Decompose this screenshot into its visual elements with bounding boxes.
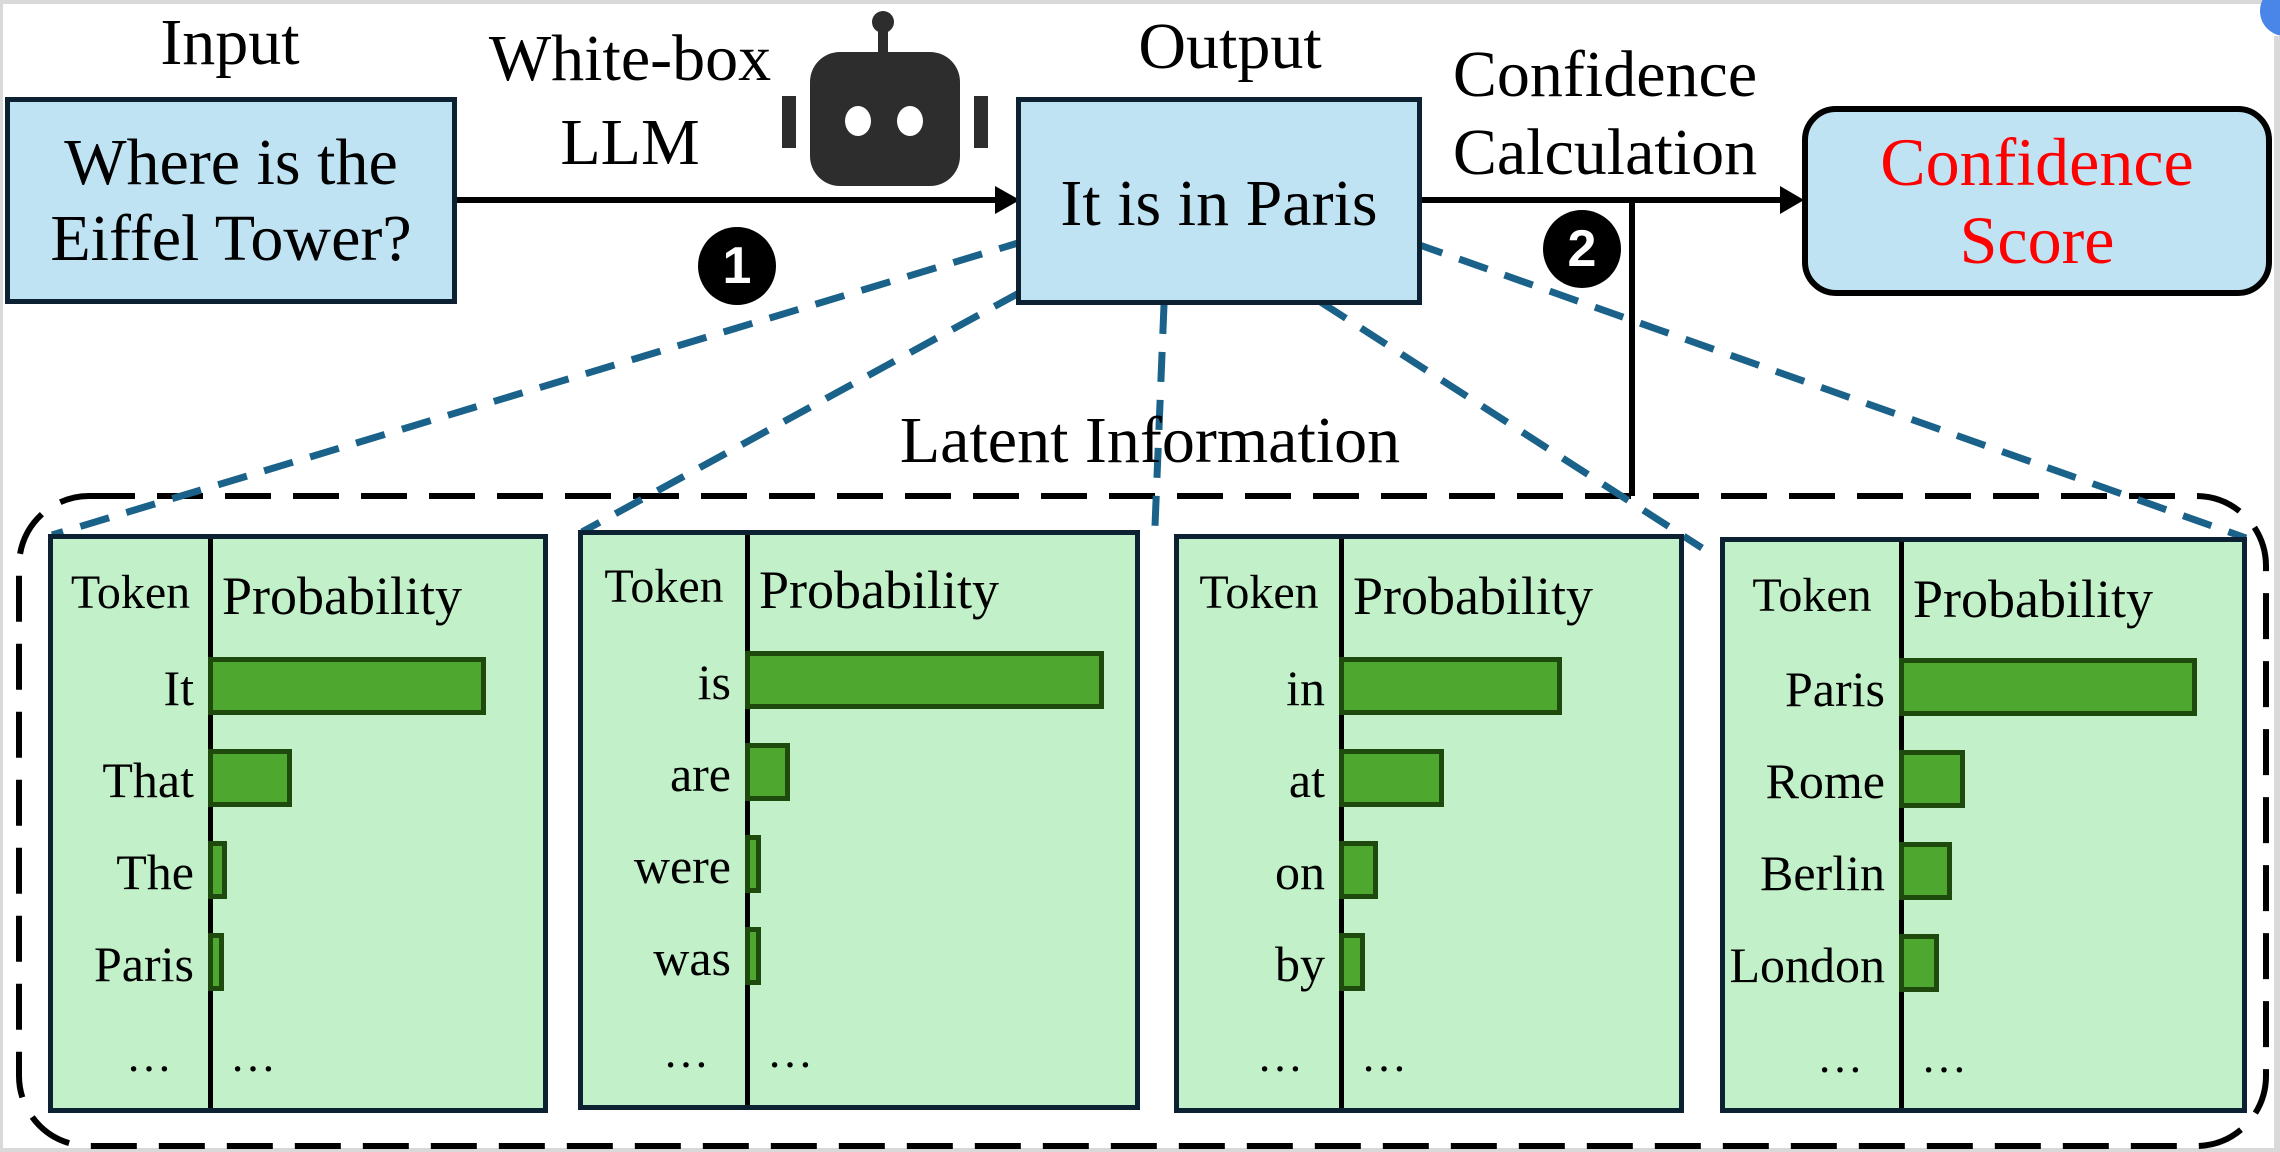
panel-divider: [745, 535, 750, 1105]
latent-information-label: Latent Information: [899, 404, 1401, 477]
token-column-header: Token: [604, 560, 724, 613]
probability-bar: [1339, 933, 1365, 991]
probability-bar: [745, 651, 1104, 709]
confidence-score-box: Confidence Score: [1802, 106, 2272, 296]
token-ellipsis: …: [1257, 1030, 1309, 1081]
window-frame-bottom: [0, 1148, 2280, 1152]
token-label: Berlin: [1760, 845, 1885, 901]
probability-bar: [1339, 657, 1562, 715]
token-panel: Token Probability in at on by … …: [1174, 534, 1684, 1113]
step-2-badge: 2: [1543, 210, 1621, 288]
token-label: That: [102, 752, 194, 808]
probability-column-header: Probability: [1353, 566, 1593, 626]
model-label-line1: White-box: [488, 22, 772, 95]
token-label: Rome: [1765, 753, 1885, 809]
probability-bar: [1899, 750, 1965, 808]
token-label: at: [1288, 752, 1325, 808]
robot-icon: [782, 11, 988, 186]
token-label: in: [1286, 660, 1325, 716]
probability-ellipsis: …: [1921, 1031, 1973, 1082]
token-column-header: Token: [1752, 569, 1872, 622]
probability-bar: [1899, 842, 1952, 900]
probability-column-header: Probability: [1913, 569, 2153, 629]
corner-action-icon[interactable]: [2260, 0, 2280, 36]
confidence-calculation-label-line1: Confidence: [1452, 38, 1758, 111]
probability-bar: [208, 749, 292, 807]
panel-divider: [208, 539, 213, 1108]
token-ellipsis: …: [663, 1026, 715, 1077]
panel-divider: [1339, 539, 1344, 1108]
token-label: The: [116, 844, 194, 900]
token-label: London: [1729, 937, 1885, 993]
token-label: is: [697, 654, 731, 710]
token-ellipsis: …: [1817, 1031, 1869, 1082]
output-text: It is in Paris: [1060, 167, 1378, 240]
token-label: are: [669, 746, 731, 802]
probability-bar: [745, 743, 790, 801]
token-label: Paris: [1785, 661, 1885, 717]
probability-bar: [745, 927, 761, 985]
model-label-line2: LLM: [560, 106, 700, 179]
probability-column-header: Probability: [759, 560, 999, 620]
probability-bar: [208, 657, 486, 715]
window-frame-left: [0, 0, 3, 1152]
token-label: It: [163, 660, 194, 716]
output-label: Output: [1138, 10, 1322, 83]
token-label: on: [1275, 844, 1325, 900]
token-column-header: Token: [70, 566, 191, 619]
input-question-line1: Where is the: [64, 125, 398, 199]
output-box: It is in Paris: [1016, 97, 1422, 305]
token-label: were: [633, 838, 731, 894]
token-panel: Token Probability is are were was … …: [578, 530, 1140, 1110]
probability-bar: [208, 841, 227, 899]
confidence-score-line1: Confidence: [1880, 123, 2194, 200]
confidence-score-line2: Score: [1959, 202, 2115, 278]
input-question-line2: Eiffel Tower?: [50, 201, 412, 275]
step-1-badge: 1: [698, 227, 776, 305]
probability-bar: [1339, 749, 1444, 807]
probability-bar: [208, 933, 224, 991]
token-label: Paris: [94, 936, 194, 992]
probability-ellipsis: …: [767, 1026, 819, 1077]
input-label: Input: [160, 6, 300, 79]
probability-bar: [1339, 841, 1378, 899]
panel-divider: [1899, 542, 1904, 1108]
token-column-header: Token: [1199, 566, 1319, 619]
probability-bar: [1899, 934, 1939, 992]
token-ellipsis: …: [126, 1030, 178, 1081]
window-frame-right: [2274, 36, 2280, 1152]
probability-bar: [1899, 658, 2197, 716]
token-label: by: [1275, 936, 1325, 992]
window-frame-top: [0, 0, 2274, 4]
probability-ellipsis: …: [230, 1030, 282, 1081]
token-label: was: [653, 930, 731, 986]
probability-column-header: Probability: [222, 566, 462, 626]
probability-bar: [745, 835, 761, 893]
confidence-calculation-label-line2: Calculation: [1452, 116, 1758, 189]
input-box: Where is the Eiffel Tower?: [5, 97, 457, 304]
probability-ellipsis: …: [1361, 1030, 1413, 1081]
arrowhead-2: [1780, 186, 1804, 214]
